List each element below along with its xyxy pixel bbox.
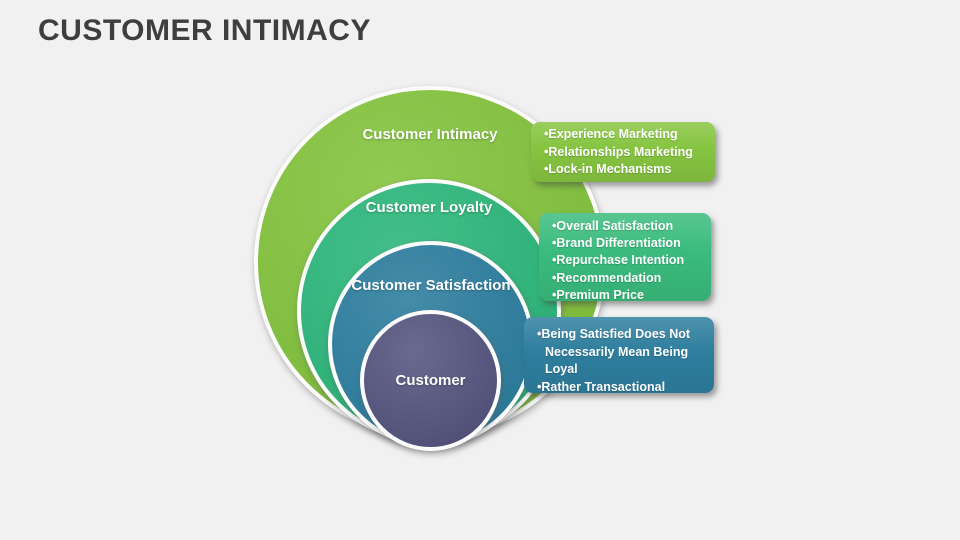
callout-item: Relationships Marketing xyxy=(544,144,709,162)
callout-intimacy-list: Experience MarketingRelationships Market… xyxy=(531,122,715,179)
callout-satisfaction-list: Being Satisfied Does Not Necessarily Mea… xyxy=(524,317,714,396)
callout-intimacy-details: Experience MarketingRelationships Market… xyxy=(531,122,715,182)
callout-item: Overall Satisfaction xyxy=(552,218,707,235)
callout-satisfaction-details: Being Satisfied Does Not Necessarily Mea… xyxy=(524,317,714,396)
ring-customer-satisfaction-label: Customer Satisfaction xyxy=(351,277,511,294)
callout-item: Rather Transactional xyxy=(537,379,712,397)
callout-item: Experience Marketing xyxy=(544,126,709,144)
ring-customer-loyalty-label: Customer Loyalty xyxy=(365,199,493,216)
callout-item: Repurchase Intention xyxy=(552,252,707,269)
callout-item: Being Satisfied Does Not Necessarily Mea… xyxy=(537,326,712,379)
callout-loyalty-details: Overall SatisfactionBrand Differentiatio… xyxy=(539,213,711,304)
ring-customer-label: Customer xyxy=(395,372,466,389)
callout-item: Lock-in Mechanisms xyxy=(544,161,709,179)
callout-loyalty-list: Overall SatisfactionBrand Differentiatio… xyxy=(539,213,711,304)
callout-item: Recommendation xyxy=(552,270,707,287)
ring-customer-intimacy-label: Customer Intimacy xyxy=(362,126,498,143)
ring-customer: Customer xyxy=(360,310,501,451)
callout-item: Premium Price xyxy=(552,287,707,304)
slide-title: CUSTOMER INTIMACY xyxy=(38,14,371,47)
callout-item: Brand Differentiation xyxy=(552,235,707,252)
